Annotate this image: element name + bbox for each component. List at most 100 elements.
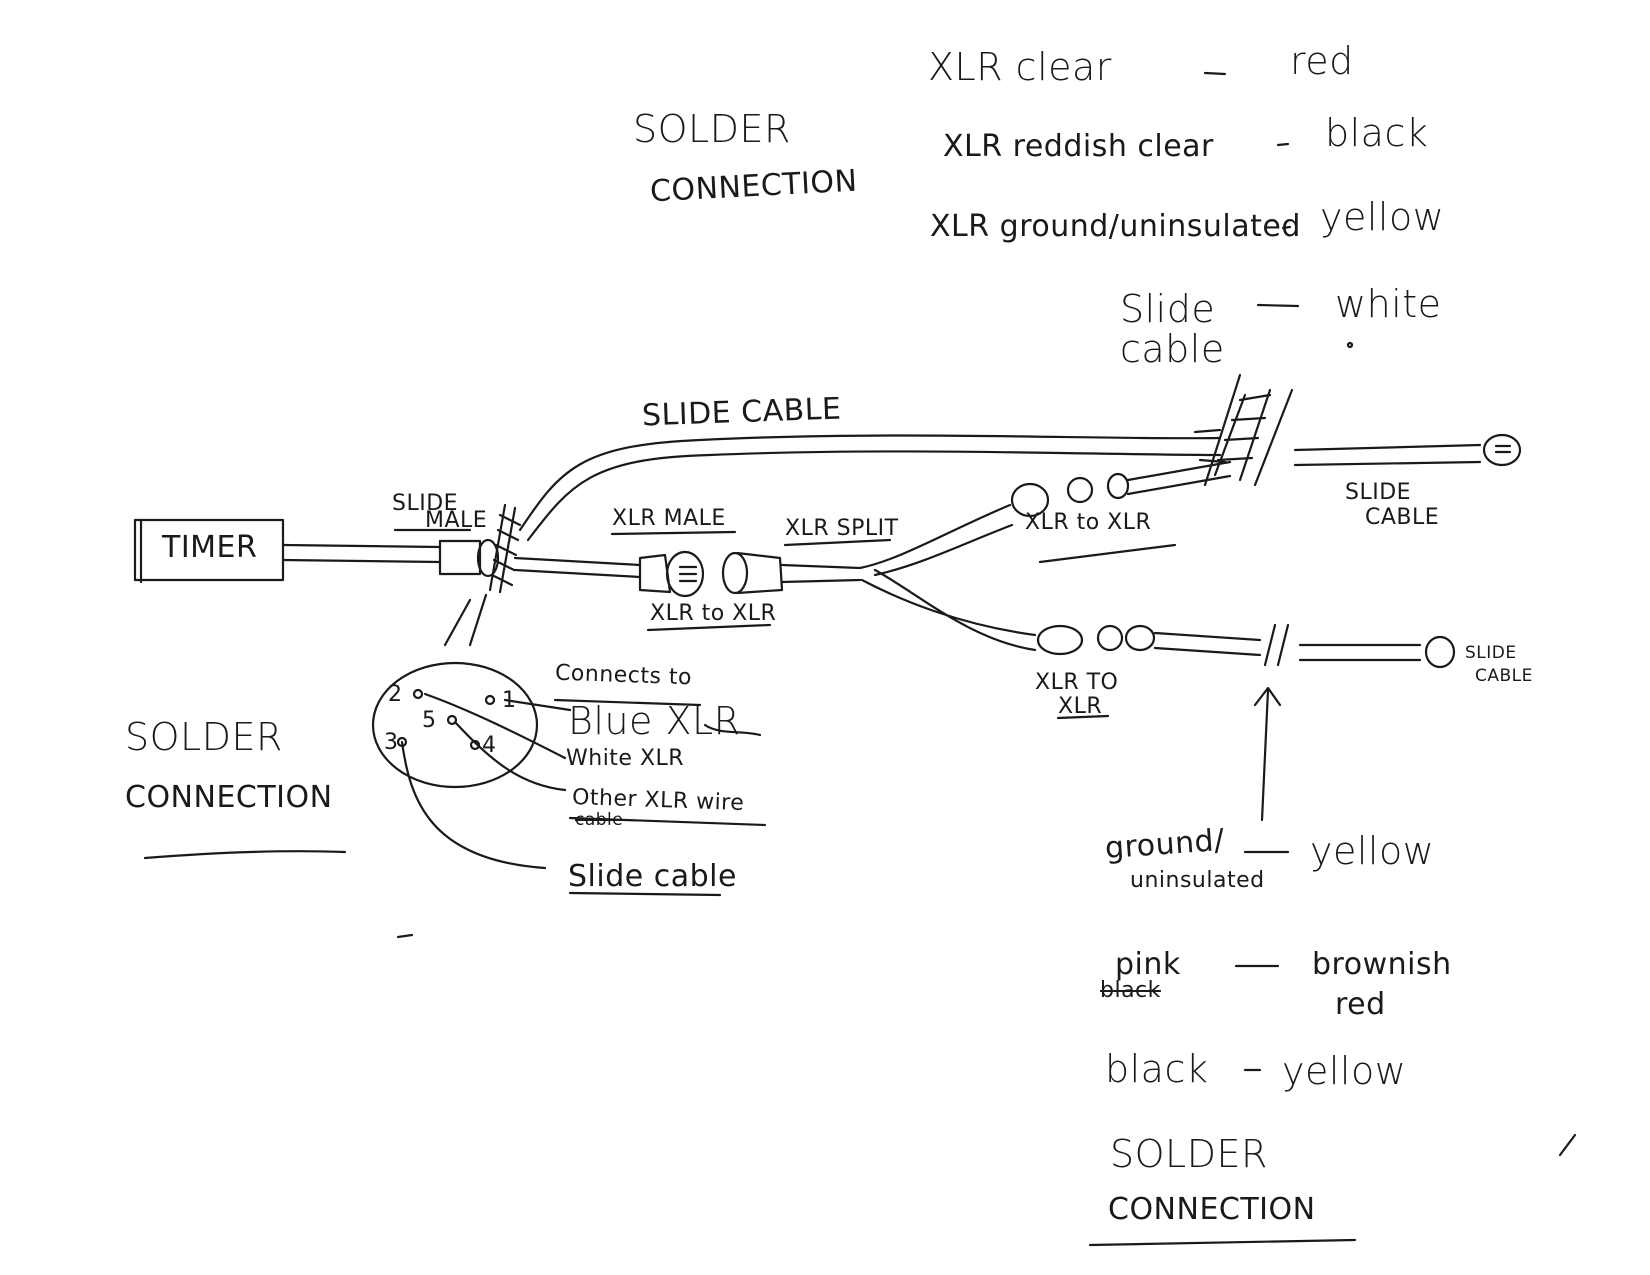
split-upper-b — [873, 523, 1014, 577]
legend-slide-cable: Slide cable — [1120, 287, 1225, 371]
pin1-line — [503, 698, 572, 712]
other-xlr-struck-label: cable — [575, 810, 624, 830]
slide-cable-right-label-1: SLIDE — [1345, 480, 1412, 505]
pink-label: pink — [1115, 947, 1181, 982]
xlr-split-label: XLR SPLIT — [785, 516, 899, 541]
underline-xlr-lower — [1056, 714, 1110, 720]
xlr-female-body — [735, 551, 784, 595]
pin-1-dot — [484, 694, 496, 706]
slide-male-label-2: MALE — [425, 508, 488, 533]
slide-cable-right-label-2: CABLE — [1365, 505, 1440, 530]
stray-mark-1 — [396, 933, 414, 939]
solder-label-left: SOLDER — [125, 715, 283, 759]
black-label: black — [1105, 1047, 1209, 1091]
lower-slide-plug — [1424, 635, 1456, 669]
underline-xlr-to-xlr-upper — [1038, 543, 1177, 564]
underline-xlr-split — [783, 538, 892, 547]
legend-xlr-ground: XLR ground/uninsulated — [930, 209, 1301, 244]
connection-label-left: CONNECTION — [125, 780, 333, 815]
pin-2-label: 2 — [388, 682, 403, 707]
xlr-male-body — [638, 553, 672, 594]
slide-male-connector — [438, 539, 482, 576]
top-dash-1 — [1203, 71, 1227, 76]
slide-cable-lower — [526, 450, 1222, 542]
right-slide-cable-upper — [1293, 443, 1482, 467]
slide-cable-upper — [518, 434, 1222, 532]
ground-label-2: uninsulated — [1130, 868, 1265, 893]
xlr-to-xlr-left-label: XLR to XLR — [650, 601, 777, 626]
ground-label-1: ground/ — [1103, 822, 1226, 867]
timer-cable — [281, 543, 442, 564]
upper-xlr-b — [1066, 476, 1094, 504]
legend-black: black — [1325, 111, 1429, 155]
pin-4-label: 4 — [482, 733, 497, 758]
right-slide-plug-pins — [1494, 444, 1512, 454]
pin2-line — [423, 692, 567, 760]
to-split-cable — [780, 563, 862, 584]
solder-hatch-left — [488, 503, 522, 594]
black-yellow-label: yellow — [1282, 1049, 1407, 1093]
split-lower-b — [873, 568, 1037, 652]
arrow-shaft — [1260, 688, 1270, 822]
lower-xlr-b — [1096, 624, 1124, 652]
underline-connects — [553, 698, 702, 707]
lower-cable-to-break — [1153, 631, 1262, 657]
underline-other — [568, 816, 767, 827]
legend-yellow-top: yellow — [1320, 195, 1445, 239]
blue-xlr-tail — [703, 723, 762, 737]
lower-xlr-a — [1036, 624, 1084, 656]
upper-xlr-c — [1106, 472, 1130, 500]
split-upper-a — [858, 503, 1012, 570]
underline-xlr-male — [610, 530, 737, 536]
slide-cable-top-label: SLIDE CABLE — [641, 391, 842, 434]
pin-1-label: 1 — [502, 688, 517, 713]
underline-slide-cable — [568, 891, 722, 897]
pink-struck-label: black — [1100, 978, 1161, 1003]
pin-2-dot — [412, 688, 424, 700]
top-dash-3 — [1281, 225, 1292, 230]
xlr-to-xlr-lower-label-1: XLR TO — [1035, 670, 1119, 695]
xlr-male-pins — [678, 565, 698, 583]
slide-male-face — [476, 538, 500, 578]
connection-label-bottom: CONNECTION — [1108, 1192, 1316, 1227]
xlr-to-xlr-upper-label: XLR to XLR — [1025, 510, 1152, 535]
white-xlr-label: White XLR — [566, 746, 685, 771]
xlr-male-face — [665, 550, 705, 598]
legend-red: red — [1290, 39, 1354, 83]
pin-3-label: 3 — [384, 730, 399, 755]
lower-xlr-c — [1124, 624, 1156, 652]
stray-dot — [1346, 341, 1354, 349]
slide-cable-far-right-label-2: CABLE — [1475, 666, 1533, 686]
solder-label-bottom: SOLDER — [1110, 1132, 1268, 1176]
xlr-male-label: XLR MALE — [612, 506, 726, 531]
xlr-female-face — [721, 551, 749, 595]
solder-hatch-right — [1203, 373, 1294, 487]
pin3-line — [400, 740, 547, 870]
pin-5-dot — [446, 714, 458, 726]
lower-cable-right — [1298, 643, 1422, 662]
xlr-to-xlr-lower-label-2: XLR — [1058, 694, 1103, 719]
slide-male-label-1: SLIDE — [392, 491, 459, 516]
timer-label: TIMER — [162, 530, 258, 565]
legend-white: white — [1335, 282, 1442, 326]
underline-xlr-to-xlr-left — [646, 623, 772, 632]
ground-yellow: yellow — [1310, 829, 1435, 873]
upper-xlr-to-hatch — [1126, 460, 1232, 496]
top-dash-4 — [1256, 303, 1300, 308]
underline-solder-bottom — [1088, 1238, 1357, 1247]
legend-xlr-clear: XLR clear — [928, 45, 1112, 89]
stray-mark-2 — [1558, 1133, 1577, 1157]
upper-xlr-a — [1010, 482, 1050, 518]
legend-xlr-reddish-clear: XLR reddish clear — [943, 129, 1214, 164]
slide-cable-pinout-label: Slide cable — [568, 859, 737, 894]
pin5-line — [453, 720, 567, 792]
brownish-label: brownish — [1312, 947, 1452, 982]
underline-solder-left — [143, 850, 347, 860]
connects-to-label: Connects to — [554, 660, 693, 691]
pin-5-label: 5 — [422, 708, 437, 733]
pinout-circle — [371, 661, 539, 789]
timer-box — [133, 518, 285, 582]
split-lower-a — [860, 578, 1037, 637]
